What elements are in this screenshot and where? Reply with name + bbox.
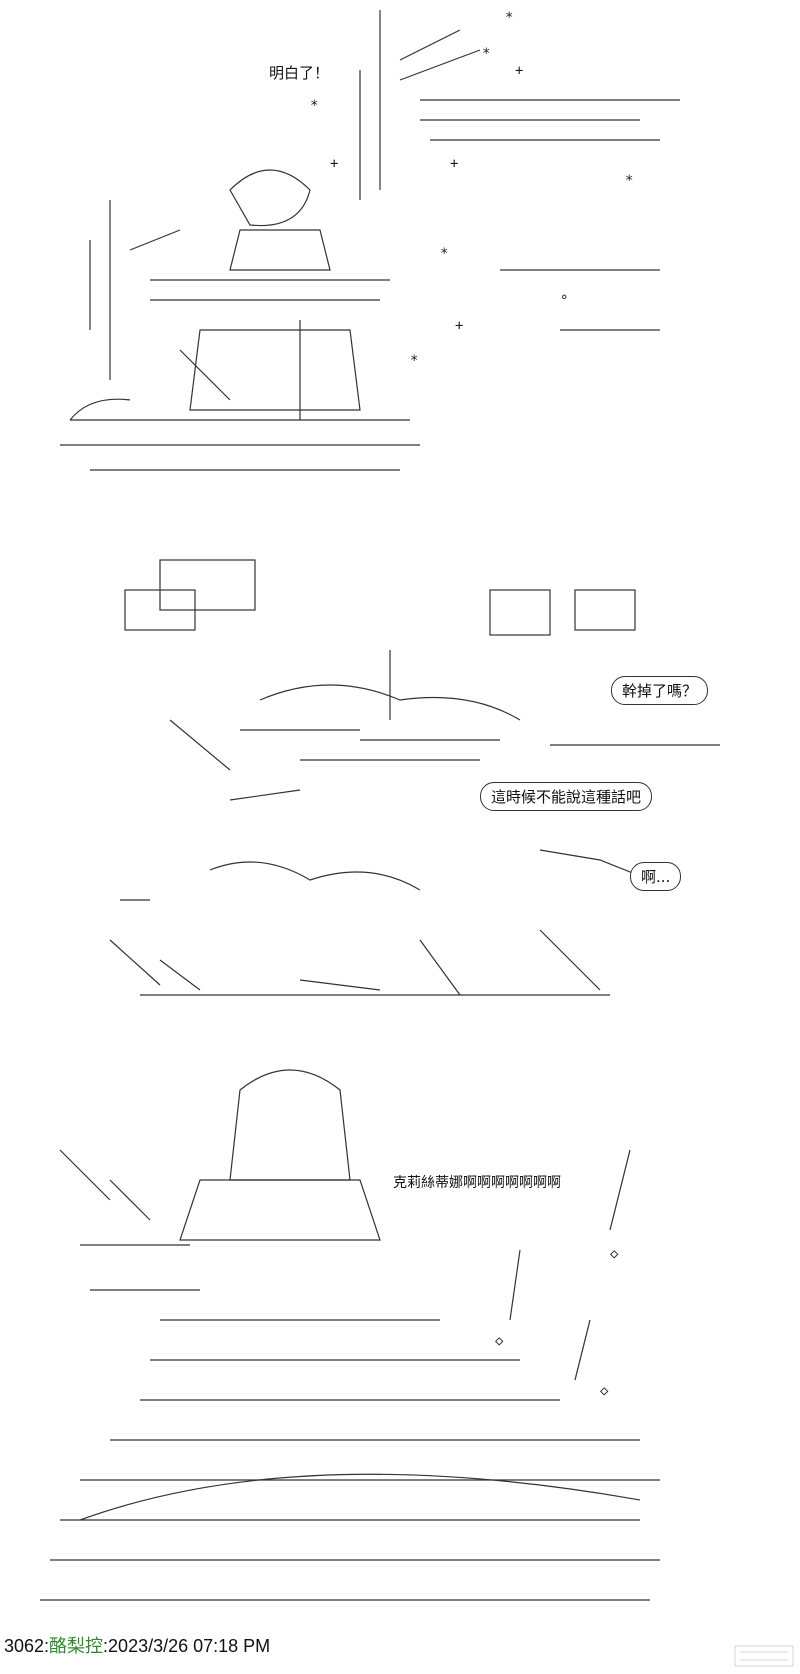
svg-text:+: + <box>455 318 463 334</box>
svg-text:◇: ◇ <box>610 1246 619 1262</box>
speech-bubble-killed: 幹掉了嗎？ <box>611 676 709 705</box>
svg-text:*: * <box>505 10 513 26</box>
post-number: 3062: <box>4 1636 50 1656</box>
svg-text:*: * <box>482 46 490 62</box>
svg-text:*: * <box>410 353 418 369</box>
svg-text:+: + <box>450 156 458 172</box>
svg-text:◇: ◇ <box>600 1383 609 1399</box>
svg-text:+: + <box>330 156 338 172</box>
watermark-logo-icon <box>734 1645 794 1667</box>
post-footer: 3062:酪梨控:2023/3/26 07:18 PM <box>4 1632 270 1658</box>
svg-text:◇: ◇ <box>495 1333 504 1349</box>
panel-3-marks: ◇ ◇ ◇ <box>495 1246 619 1399</box>
panel-2-art <box>109 559 720 996</box>
svg-text:*: * <box>440 246 448 262</box>
svg-text:+: + <box>515 63 523 79</box>
svg-text:*: * <box>310 98 318 114</box>
speech-bubble-ah: 啊... <box>630 862 682 891</box>
speech-bubble-dont-say: 這時候不能說這種話吧 <box>480 782 653 811</box>
svg-text:*: * <box>625 173 633 189</box>
svg-text:°: ° <box>560 293 568 309</box>
post-author[interactable]: 酪梨控 <box>49 1636 104 1656</box>
panel-1-stars: * * + * + + * * + * ° <box>310 10 633 369</box>
post-timestamp: :2023/3/26 07:18 PM <box>103 1636 271 1656</box>
panel-3-shout: 克莉絲蒂娜啊啊啊啊啊啊啊 <box>393 1175 561 1191</box>
panel-3-art <box>40 1069 660 1601</box>
panel-1-art <box>60 10 680 471</box>
panel-1-speech: 明白了！ <box>269 64 330 82</box>
